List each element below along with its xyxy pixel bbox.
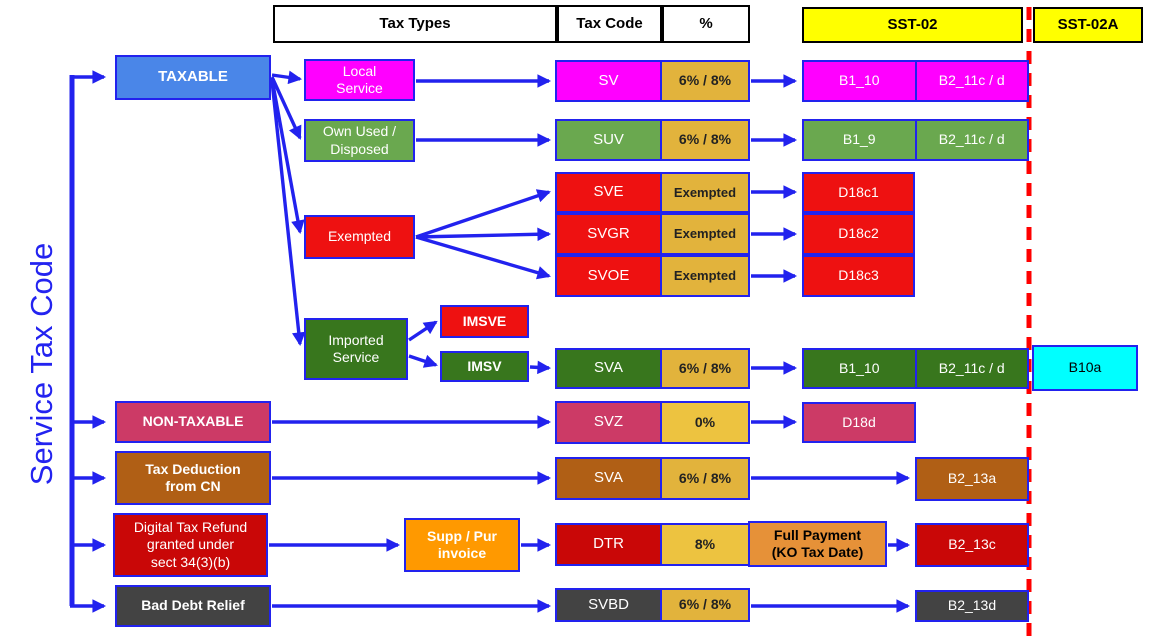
flow-arrow-8: [270, 80, 306, 347]
box-imsv: IMSV: [440, 351, 529, 382]
pct-sv: 6% / 8%: [660, 60, 750, 102]
pct-svgr: Exempted: [660, 213, 750, 255]
pct-sve: Exempted: [660, 172, 750, 213]
flow-arrow-15: [408, 354, 438, 368]
box-bad-debt-relief: Bad Debt Relief: [115, 585, 271, 627]
flow-arrow-11: [415, 189, 551, 239]
box-imported-service: Imported Service: [304, 318, 408, 380]
sst02a-b10a: B10a: [1032, 345, 1138, 391]
pct-suv: 6% / 8%: [660, 119, 750, 161]
code-svz: SVZ: [555, 401, 662, 444]
flow-arrow-16: [529, 360, 552, 375]
code-sva-cn: SVA: [555, 457, 662, 500]
pct-dtr: 8%: [660, 523, 750, 566]
code-svgr: SVGR: [555, 213, 662, 255]
pct-sva-cn: 6% / 8%: [660, 457, 750, 500]
pct-svoe: Exempted: [660, 255, 750, 297]
header-sst02: SST-02: [802, 7, 1023, 43]
header-percent: %: [662, 5, 750, 43]
flow-arrow-6: [270, 76, 302, 140]
sst-local-cell-0: B1_10: [839, 72, 880, 89]
code-suv: SUV: [555, 119, 662, 161]
header-tax-types: Tax Types: [273, 5, 557, 43]
box-own-used: Own Used / Disposed: [304, 119, 415, 162]
sst-imported-cell-1: B2_11c / d: [914, 350, 1028, 387]
flow-arrow-14: [408, 320, 438, 342]
sst-own-used: B1_9 B2_11c / d: [802, 119, 1029, 161]
pct-svbd: 6% / 8%: [660, 588, 750, 622]
code-sv: SV: [555, 60, 662, 102]
box-local-service: Local Service: [304, 59, 415, 101]
sst-b2-13a: B2_13a: [915, 457, 1029, 501]
box-non-taxable: NON-TAXABLE: [115, 401, 271, 443]
box-exempted: Exempted: [304, 215, 415, 259]
sst-b2-13c: B2_13c: [915, 523, 1029, 567]
sst-local: B1_10 B2_11c / d: [802, 60, 1029, 102]
code-svoe: SVOE: [555, 255, 662, 297]
code-svbd: SVBD: [555, 588, 662, 622]
code-dtr: DTR: [555, 523, 662, 566]
box-taxable: TAXABLE: [115, 55, 271, 100]
header-sst02a: SST-02A: [1033, 7, 1143, 43]
box-imsve: IMSVE: [440, 305, 529, 338]
code-sva-imported: SVA: [555, 348, 662, 389]
sst-d18d: D18d: [802, 402, 916, 443]
page-title: Service Tax Code: [24, 242, 59, 486]
sst-own-used-cell-0: B1_9: [842, 131, 876, 148]
code-sve: SVE: [555, 172, 662, 213]
pct-sva-imported: 6% / 8%: [660, 348, 750, 389]
header-tax-code: Tax Code: [557, 5, 662, 43]
sst-d18c3: D18c3: [802, 255, 915, 297]
sst-local-cell-1: B2_11c / d: [914, 62, 1028, 100]
flow-arrow-5: [271, 70, 303, 85]
box-tax-deduction: Tax Deduction from CN: [115, 451, 271, 505]
sst-d18c1: D18c1: [802, 172, 915, 213]
flow-arrow-13: [415, 235, 551, 280]
pct-svz: 0%: [660, 401, 750, 444]
sst-imported-cell-0: B1_10: [839, 359, 880, 376]
sst-own-used-cell-1: B2_11c / d: [914, 121, 1028, 159]
flow-arrow-7: [270, 78, 305, 235]
flow-arrow-12: [415, 227, 552, 242]
box-full-payment: Full Payment (KO Tax Date): [748, 521, 887, 567]
sst-imported: B1_10 B2_11c / d: [802, 348, 1029, 389]
box-digital-tax-refund: Digital Tax Refund granted under sect 34…: [113, 513, 268, 577]
box-supp-pur-invoice: Supp / Pur invoice: [404, 518, 520, 572]
sst-b2-13d: B2_13d: [915, 590, 1029, 622]
sst-d18c2: D18c2: [802, 213, 915, 255]
